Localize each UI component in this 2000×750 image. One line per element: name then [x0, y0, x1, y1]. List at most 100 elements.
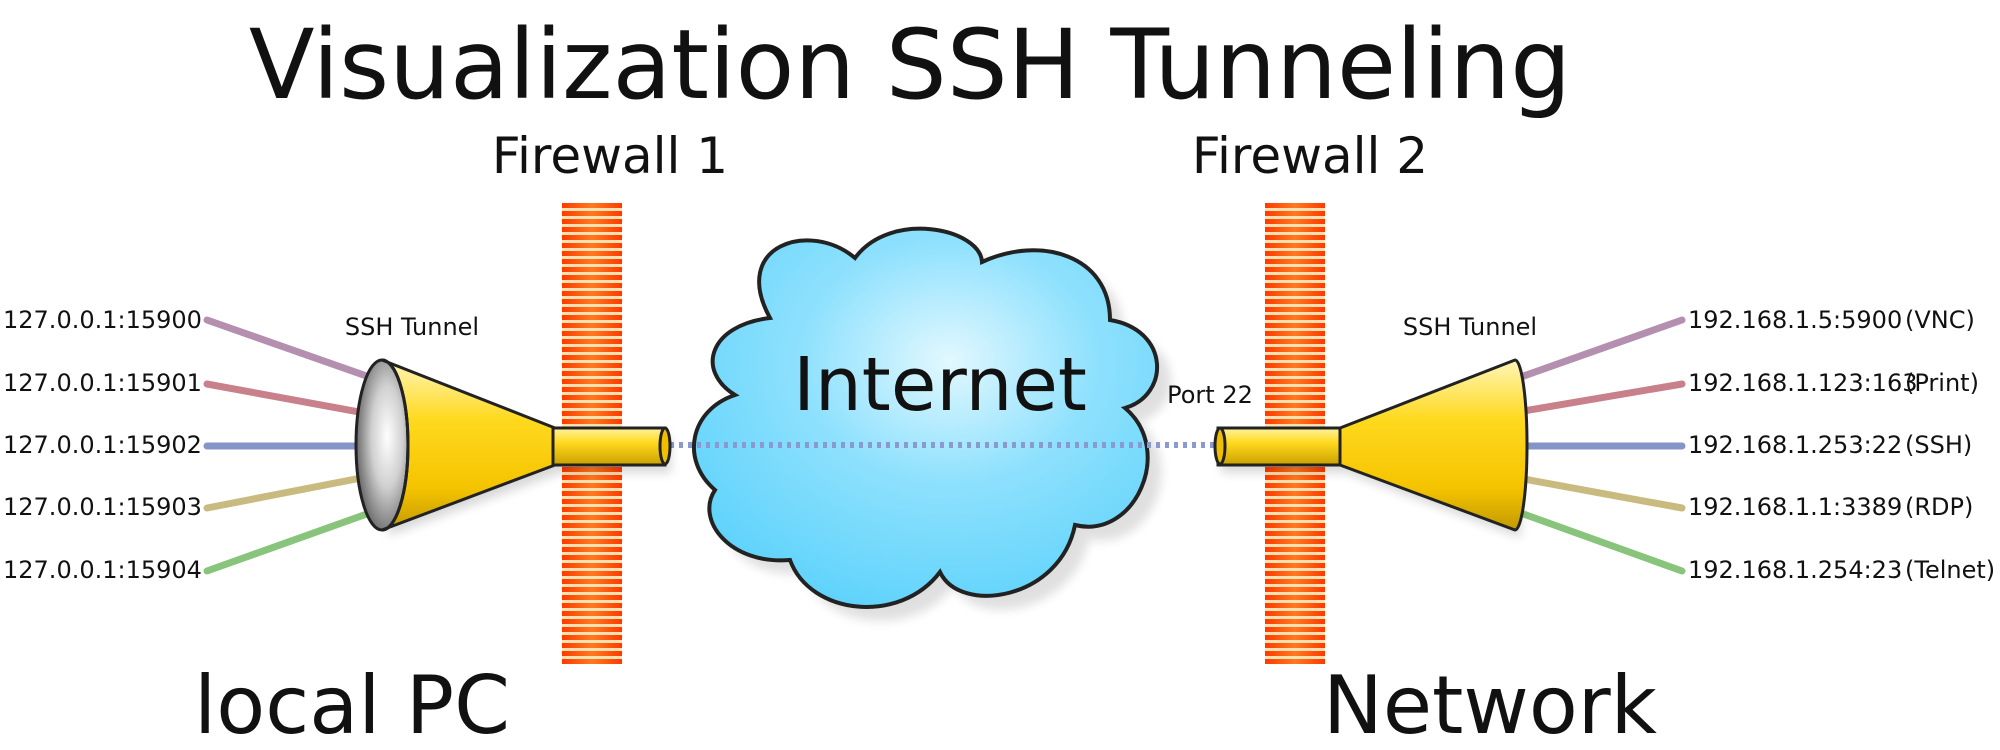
- firewall-stripe: [1265, 243, 1325, 248]
- firewall-stripe: [1265, 571, 1325, 576]
- firewall-stripe: [1265, 331, 1325, 336]
- local-port-label: 127.0.0.1:15904: [3, 556, 202, 584]
- firewall-stripe: [1265, 603, 1325, 608]
- remote-host-service: (Print): [1905, 369, 1979, 397]
- left-ssh-funnel: [354, 358, 672, 536]
- firewall-stripe: [562, 555, 622, 560]
- firewall-stripe: [562, 387, 622, 392]
- remote-port-line: [1514, 316, 1686, 382]
- firewall-stripe: [1265, 291, 1325, 296]
- firewall-stripe: [1265, 499, 1325, 504]
- firewall-stripe: [562, 627, 622, 632]
- firewall-stripe: [1265, 507, 1325, 512]
- firewall-stripe: [562, 299, 622, 304]
- firewall-stripe: [1265, 595, 1325, 600]
- firewall-stripe: [562, 651, 622, 656]
- firewall-stripe: [562, 339, 622, 344]
- firewall-stripe: [562, 323, 622, 328]
- firewall-stripe: [562, 363, 622, 368]
- remote-host-service: (RDP): [1905, 493, 1973, 521]
- firewall-stripe: [562, 587, 622, 592]
- right-funnel-pipe: [1216, 426, 1344, 467]
- firewall-stripe: [562, 259, 622, 264]
- firewall-stripe: [1265, 211, 1325, 216]
- firewall-stripe: [1265, 627, 1325, 632]
- remote-port-line: [1514, 508, 1686, 575]
- firewall-stripe: [562, 515, 622, 520]
- firewall-stripe: [1265, 651, 1325, 656]
- firewall-stripe: [562, 619, 622, 624]
- firewall-stripe: [562, 595, 622, 600]
- firewall-stripe: [562, 419, 622, 424]
- firewall-stripe: [1265, 579, 1325, 584]
- firewall-stripe: [1265, 555, 1325, 560]
- local-port-list: 127.0.0.1:15900 127.0.0.1:15901 127.0.0.…: [3, 306, 202, 584]
- firewall-stripe: [1265, 635, 1325, 640]
- firewall-stripe: [562, 227, 622, 232]
- firewall-stripe: [1265, 339, 1325, 344]
- firewall-stripe: [1265, 531, 1325, 536]
- remote-host-service: (VNC): [1905, 306, 1975, 334]
- firewall-stripe: [562, 347, 622, 352]
- firewall-stripe: [562, 571, 622, 576]
- firewall-stripe: [1265, 403, 1325, 408]
- firewall-stripe: [562, 563, 622, 568]
- internet-cloud: [692, 226, 1172, 621]
- firewall-stripe: [562, 603, 622, 608]
- firewall-stripe: [1265, 547, 1325, 552]
- firewall-stripe: [1265, 259, 1325, 264]
- firewall-stripe: [562, 611, 622, 616]
- remote-host-service: (Telnet): [1905, 556, 1995, 584]
- firewall-stripe: [1265, 587, 1325, 592]
- internet-label: Internet: [793, 342, 1087, 428]
- firewall-stripe: [562, 315, 622, 320]
- firewall-stripe: [1265, 203, 1325, 208]
- local-pc-label: local PC: [194, 659, 510, 750]
- firewall-stripe: [1265, 379, 1325, 384]
- remote-port-lines: [1514, 316, 1686, 575]
- firewall-stripe: [562, 523, 622, 528]
- firewall-stripe: [562, 531, 622, 536]
- firewall-stripe: [1265, 659, 1325, 664]
- firewall-stripe: [1265, 395, 1325, 400]
- firewall-stripe: [562, 307, 622, 312]
- firewall-stripe: [562, 355, 622, 360]
- firewall-stripe: [1265, 475, 1325, 480]
- firewall-stripe: [1265, 483, 1325, 488]
- firewall-stripe: [562, 275, 622, 280]
- firewall-stripe: [562, 379, 622, 384]
- firewall-stripe: [562, 475, 622, 480]
- firewall-stripe: [562, 267, 622, 272]
- firewall-stripe: [1265, 619, 1325, 624]
- right-ssh-tunnel-label: SSH Tunnel: [1403, 313, 1537, 341]
- firewall-2-label: Firewall 2: [1192, 127, 1428, 185]
- firewall-stripe: [562, 491, 622, 496]
- firewall-stripe: [1265, 363, 1325, 368]
- remote-host-address: 192.168.1.254:23: [1688, 556, 1902, 584]
- firewall-stripe: [1265, 347, 1325, 352]
- firewall-stripe: [562, 291, 622, 296]
- firewall-stripe: [1265, 491, 1325, 496]
- local-port-label: 127.0.0.1:15901: [3, 369, 202, 397]
- local-port-label: 127.0.0.1:15900: [3, 306, 202, 334]
- firewall-stripe: [562, 219, 622, 224]
- firewall-stripe: [1265, 411, 1325, 416]
- firewall-stripe: [1265, 299, 1325, 304]
- firewall-stripe: [1265, 515, 1325, 520]
- firewall-1-label: Firewall 1: [492, 127, 728, 185]
- firewall-stripe: [562, 483, 622, 488]
- firewall-stripe: [562, 371, 622, 376]
- firewall-stripe: [1265, 275, 1325, 280]
- firewall-stripe: [1265, 539, 1325, 544]
- firewall-stripe: [562, 411, 622, 416]
- firewall-stripe: [1265, 283, 1325, 288]
- firewall-stripe: [1265, 387, 1325, 392]
- firewall-stripe: [562, 547, 622, 552]
- firewall-stripe: [1265, 355, 1325, 360]
- firewall-stripe: [562, 395, 622, 400]
- left-funnel-pipe: [551, 426, 667, 467]
- firewall-stripe: [562, 539, 622, 544]
- firewall-stripe: [562, 235, 622, 240]
- firewall-stripe: [1265, 323, 1325, 328]
